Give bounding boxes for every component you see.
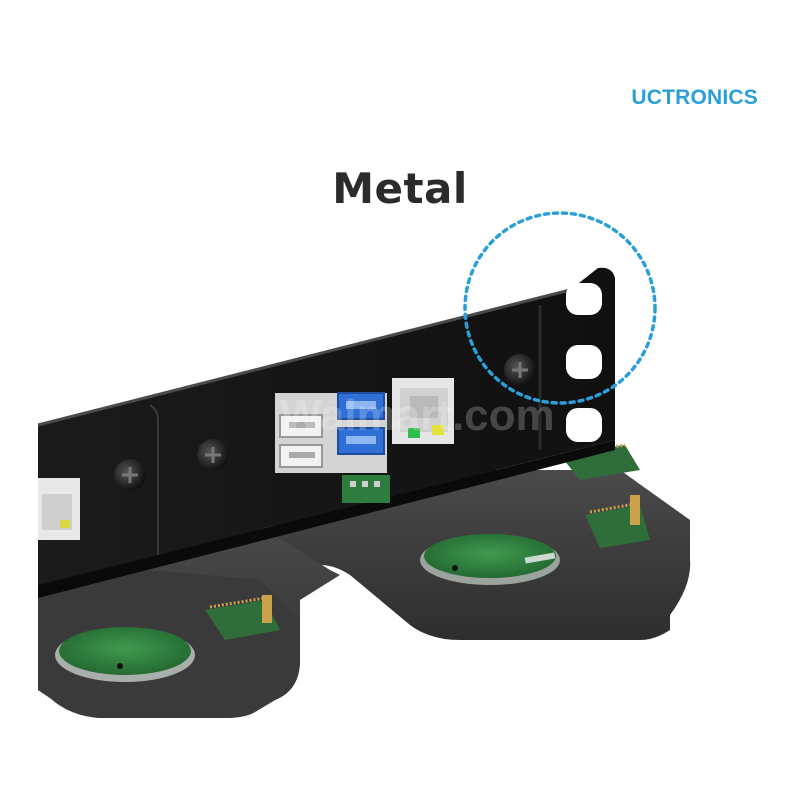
ethernet-port-left (38, 478, 80, 540)
pcb-board-right (420, 534, 560, 585)
usb-port-stack (275, 392, 387, 473)
pcb-board-left (55, 627, 195, 682)
ethernet-port-right (392, 378, 454, 444)
thumb-screw-icon (114, 459, 146, 491)
rack-ear-holes (566, 283, 602, 442)
pcb-edge-right (585, 495, 650, 548)
dotted-circle-icon (463, 211, 657, 405)
pcb-edge-left (205, 595, 280, 640)
watermark-text: Walmart.com (280, 391, 555, 440)
thumb-screw-icon (504, 354, 536, 386)
feature-headline: Metal (332, 164, 468, 213)
gpio-connector (342, 475, 390, 503)
brand-logo: UCTRONICS (631, 86, 758, 109)
thumb-screw-icon (197, 439, 229, 471)
